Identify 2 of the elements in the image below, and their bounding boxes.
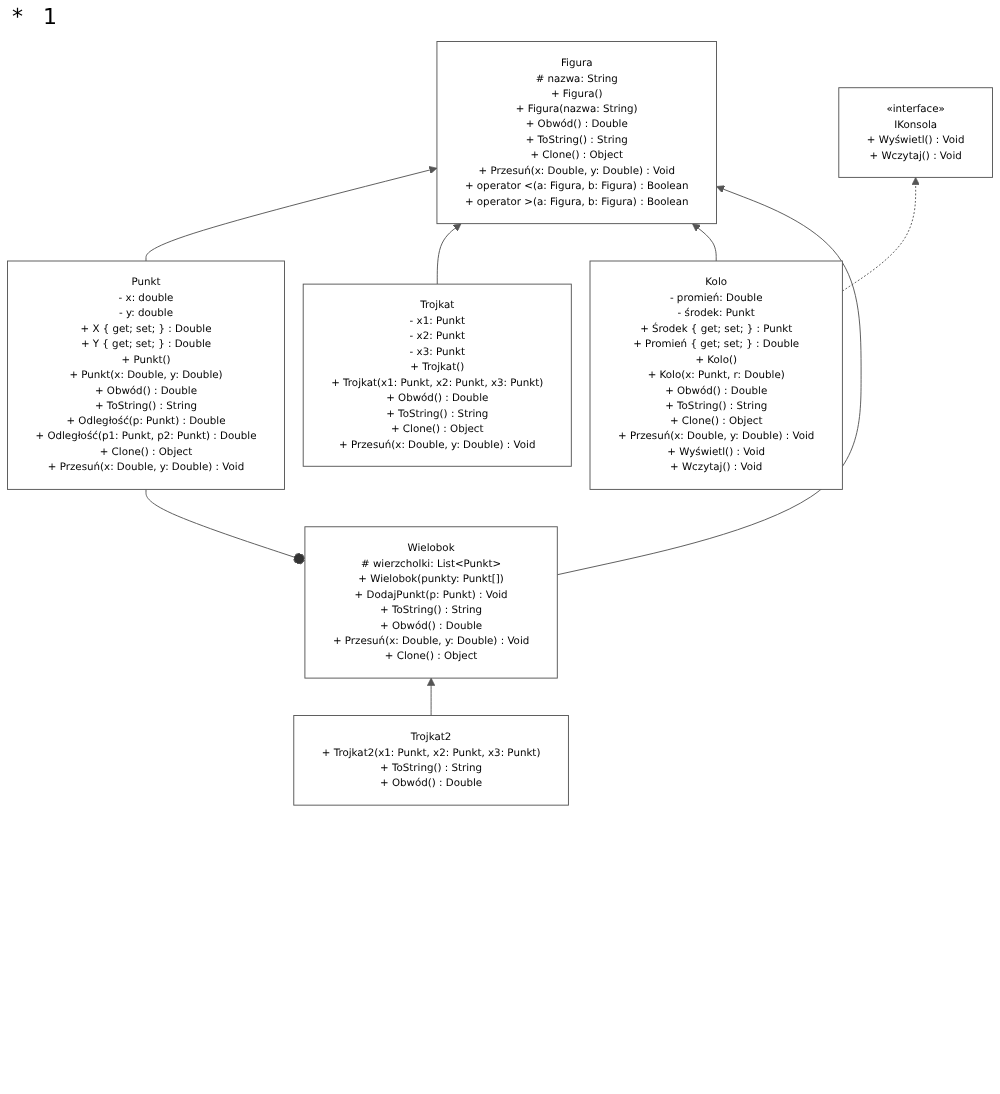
multiplicity-label: 1 xyxy=(43,4,57,30)
multiplicity-label: * xyxy=(12,4,23,30)
